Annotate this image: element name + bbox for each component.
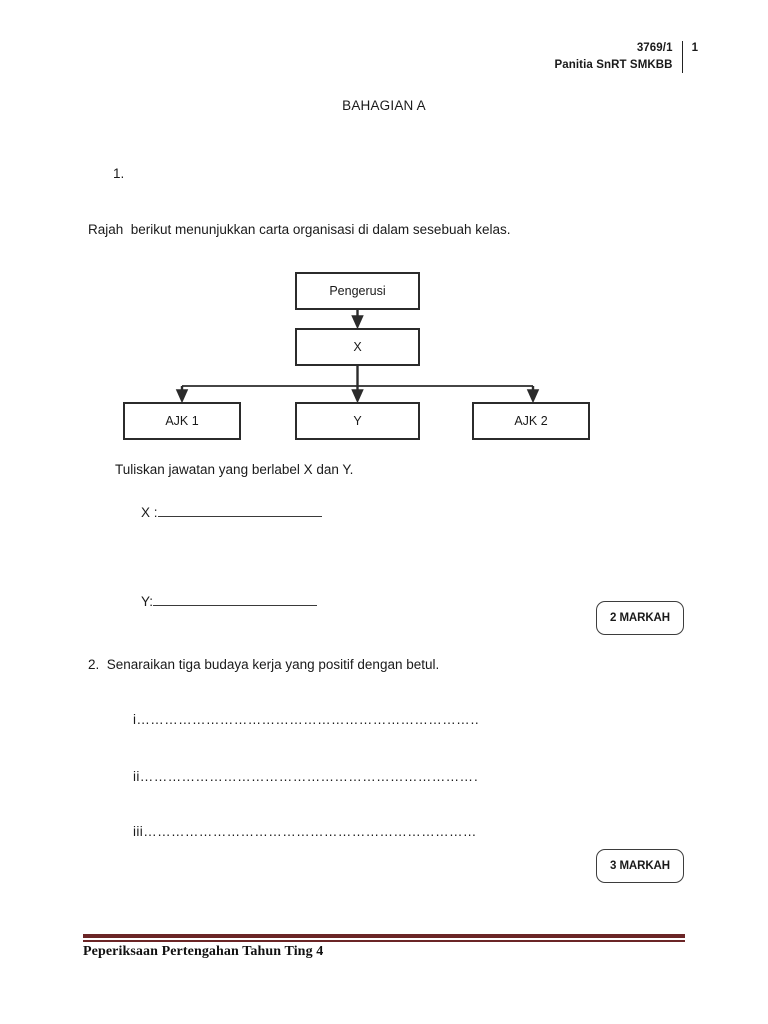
- page-number: 1: [691, 42, 698, 54]
- answer-line-i[interactable]: i………………………………………………………………………………….: [133, 712, 478, 727]
- header-code-block: 3769/1 Panitia SnRT SMKBB: [555, 40, 682, 73]
- section-title: BAHAGIAN A: [342, 98, 426, 113]
- org-node-ajk2: AJK 2: [472, 402, 590, 440]
- org-node-label: Pengerusi: [329, 284, 386, 298]
- org-node-label: Y: [353, 414, 362, 428]
- footer-rule-thin: [83, 940, 685, 942]
- answer-line-ii[interactable]: ii…………………………………………………………………………………: [133, 769, 478, 784]
- answer-line-y[interactable]: [153, 604, 318, 606]
- question-1-number: 1.: [113, 166, 125, 181]
- question-1-stem: Rajah berikut menunjukkan carta organisa…: [88, 222, 511, 237]
- answer-line-iii[interactable]: iii………………………………………………………………………………: [133, 824, 478, 839]
- paper-code: 3769/1: [636, 42, 673, 54]
- org-node-label: AJK 1: [165, 414, 199, 428]
- answer-label-y: Y:: [141, 594, 154, 609]
- question-1-prompt: Tuliskan jawatan yang berlabel X dan Y.: [115, 462, 354, 477]
- org-node-label: X: [353, 340, 362, 354]
- answer-row-x: X :: [141, 505, 322, 520]
- page-header: 3769/1 Panitia SnRT SMKBB 1: [555, 40, 698, 74]
- question-2-stem: 2. Senaraikan tiga budaya kerja yang pos…: [88, 657, 440, 672]
- org-node-label: AJK 2: [514, 414, 548, 428]
- marks-badge-question-2: 3 MARKAH: [596, 849, 684, 883]
- org-node-pengerusi: Pengerusi: [295, 272, 420, 310]
- institution-name: Panitia SnRT SMKBB: [554, 58, 673, 71]
- footer-rule-thick: [83, 934, 685, 938]
- organisation-chart: Pengerusi X AJK 1 Y AJK 2: [110, 262, 610, 447]
- org-node-ajk1: AJK 1: [123, 402, 241, 440]
- answer-row-y: Y:: [141, 594, 318, 609]
- answer-label-x: X :: [141, 505, 158, 520]
- answer-line-x[interactable]: [157, 515, 322, 517]
- footer-text: Peperiksaan Pertengahan Tahun Ting 4: [83, 944, 324, 959]
- org-node-x: X: [295, 328, 420, 366]
- marks-badge-question-1: 2 MARKAH: [596, 601, 684, 635]
- org-node-y: Y: [295, 402, 420, 440]
- header-divider: [681, 41, 683, 74]
